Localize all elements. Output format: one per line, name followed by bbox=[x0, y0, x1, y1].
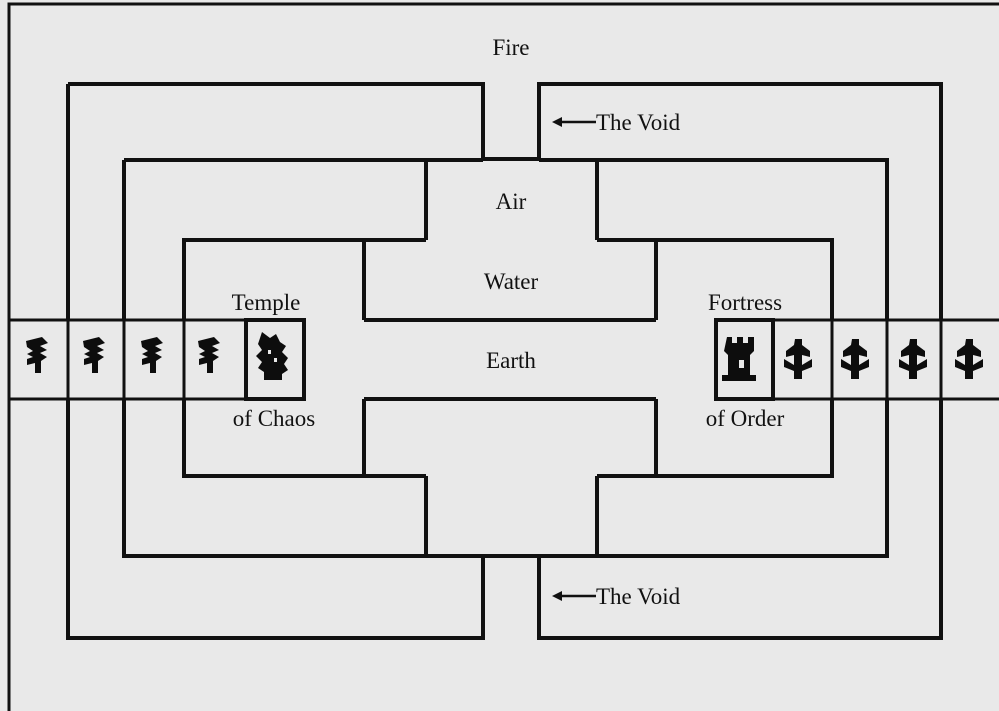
water-ring-outline bbox=[182, 160, 834, 556]
temple-label: Temple bbox=[231, 290, 301, 315]
order-piece-2 bbox=[841, 339, 869, 379]
chaos-piece-3 bbox=[141, 337, 163, 373]
chaos-piece-1 bbox=[26, 337, 48, 373]
fortress-label: Fortress bbox=[707, 290, 783, 315]
fire-label: Fire bbox=[492, 35, 530, 60]
order-track bbox=[773, 318, 999, 401]
order-piece-1 bbox=[784, 339, 812, 379]
order-fortress-piece bbox=[722, 337, 756, 381]
chaos-piece-2 bbox=[83, 337, 105, 373]
temple-of-chaos-box bbox=[244, 318, 306, 401]
chaos-sorceress-piece bbox=[256, 332, 288, 380]
void-top-label: The Void bbox=[596, 110, 681, 135]
void-bottom-label: The Void bbox=[596, 584, 681, 609]
earth-label: Earth bbox=[486, 348, 536, 373]
order-piece-4 bbox=[955, 339, 983, 379]
of-order-label: of Order bbox=[705, 406, 785, 431]
air-label: Air bbox=[495, 189, 527, 214]
order-piece-3 bbox=[899, 339, 927, 379]
earth-region-outline bbox=[364, 318, 656, 401]
of-chaos-label: of Chaos bbox=[232, 406, 316, 431]
water-label: Water bbox=[483, 269, 539, 294]
air-ring-outline bbox=[122, 158, 889, 558]
chaos-piece-4 bbox=[198, 337, 220, 373]
page-frame bbox=[7, 2, 999, 711]
chaos-track bbox=[9, 318, 246, 401]
